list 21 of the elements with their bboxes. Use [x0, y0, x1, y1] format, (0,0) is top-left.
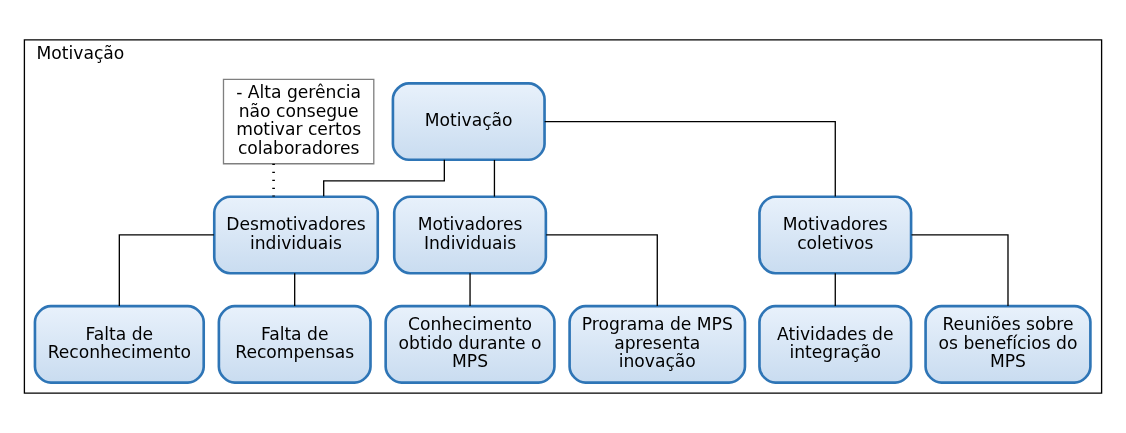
node-box: - Alta gerência não consegue motivar certos colaboradores [222, 78, 375, 165]
node-box: Motivadores Individuais [392, 195, 548, 275]
connector [493, 159, 496, 198]
connector [323, 159, 445, 197]
node-box: Falta de Reconhecimento [33, 304, 206, 384]
node-box: Motivadores coletivos [758, 195, 913, 275]
node-box: Falta de Recompensas [217, 304, 372, 384]
connector [469, 272, 471, 307]
connector [834, 272, 836, 307]
connector [272, 163, 275, 197]
node-box: Programa de MPS apresenta inovação [568, 304, 747, 384]
node-box: Conhecimento obtido durante o MPS [384, 304, 556, 384]
connector [544, 120, 836, 198]
connector [294, 272, 296, 307]
node-box: Motivação [391, 82, 546, 162]
connector [118, 234, 215, 307]
connector [545, 234, 658, 307]
node-box: Atividades de integração [758, 304, 913, 384]
node-box: Desmotivadores individuais [212, 195, 380, 275]
node-box: Reuniões sobre os benefícios do MPS [924, 304, 1092, 384]
connector [910, 234, 1009, 307]
